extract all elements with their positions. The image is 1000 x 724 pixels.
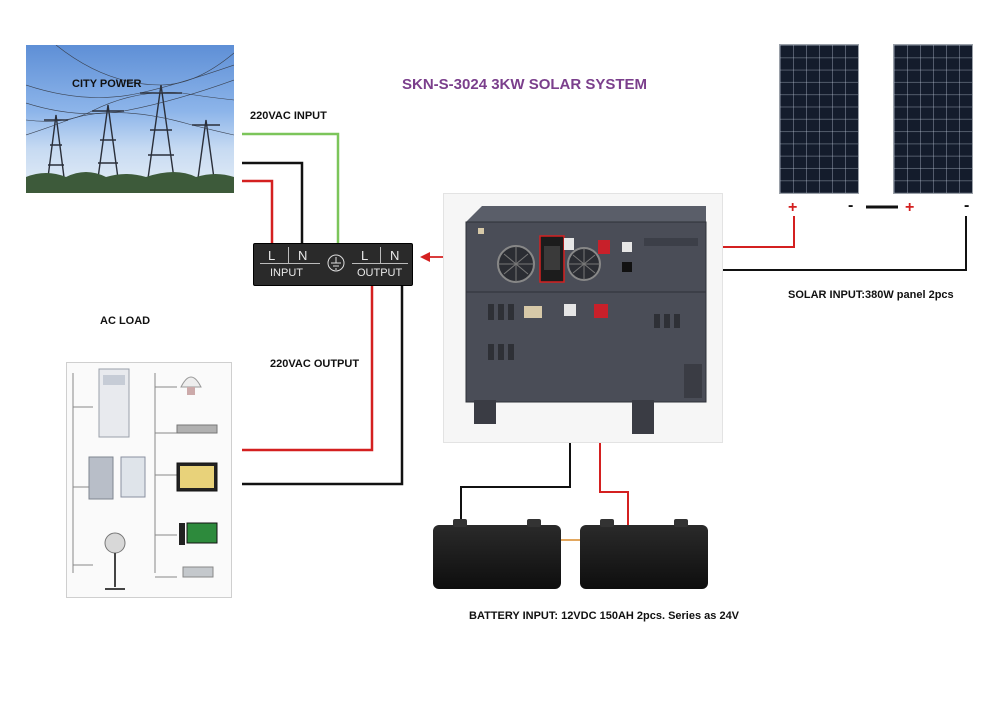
laptop-icon xyxy=(182,566,214,578)
ac-load-label: AC LOAD xyxy=(100,315,151,327)
solar-negative-wire xyxy=(622,216,967,271)
output-live-wire xyxy=(242,284,374,452)
panel-1-minus: - xyxy=(848,197,854,214)
input-label: INPUT xyxy=(270,267,303,279)
inverter-image xyxy=(443,193,723,443)
computer-icon xyxy=(186,522,218,544)
output-l-label: L xyxy=(361,248,369,263)
lamp-icon xyxy=(180,376,202,388)
ground-icon xyxy=(326,253,346,276)
power-lines-icon xyxy=(26,45,234,193)
fan-icon xyxy=(104,532,126,554)
input-n-label: N xyxy=(298,248,308,263)
dvd-player-icon xyxy=(176,424,218,434)
city-power-label: CITY POWER xyxy=(72,78,142,90)
solar-input-value: 380W panel 2pcs xyxy=(865,289,954,301)
output-neutral-wire xyxy=(242,284,404,486)
output-label: OUTPUT xyxy=(357,267,403,279)
input-neutral-wire xyxy=(242,161,304,246)
solar-input-prefix: SOLAR INPUT: xyxy=(788,289,865,301)
battery-1 xyxy=(433,519,561,589)
fridge-icon xyxy=(88,456,114,500)
battery-2 xyxy=(580,519,708,589)
panel-2-plus: + xyxy=(905,199,915,216)
panel-1-plus: + xyxy=(788,199,798,216)
input-live-wire xyxy=(242,179,274,246)
appliances-image xyxy=(66,362,232,598)
input-l-label: L xyxy=(268,248,276,263)
solar-panel-1 xyxy=(779,44,859,194)
panel-2-minus: - xyxy=(964,197,970,214)
battery-input-label: BATTERY INPUT: 12VDC 150AH 2pcs. Series … xyxy=(469,610,740,622)
ground-wire xyxy=(242,132,340,246)
output-n-label: N xyxy=(390,248,400,263)
ac-input-label: 220VAC INPUT xyxy=(250,110,327,122)
ac-output-label: 220VAC OUTPUT xyxy=(270,358,360,370)
diagram-title: SKN-S-3024 3KW SOLAR SYSTEM xyxy=(402,76,648,93)
city-power-image: CITY POWER xyxy=(26,45,234,193)
solar-input-label: SOLAR INPUT:380W panel 2pcs xyxy=(788,289,954,301)
inverter-icon xyxy=(465,206,707,434)
appliances-icon xyxy=(72,368,218,590)
terminal-block: L N INPUT L N OUTPUT xyxy=(253,243,413,286)
solar-panel-2 xyxy=(893,44,973,194)
